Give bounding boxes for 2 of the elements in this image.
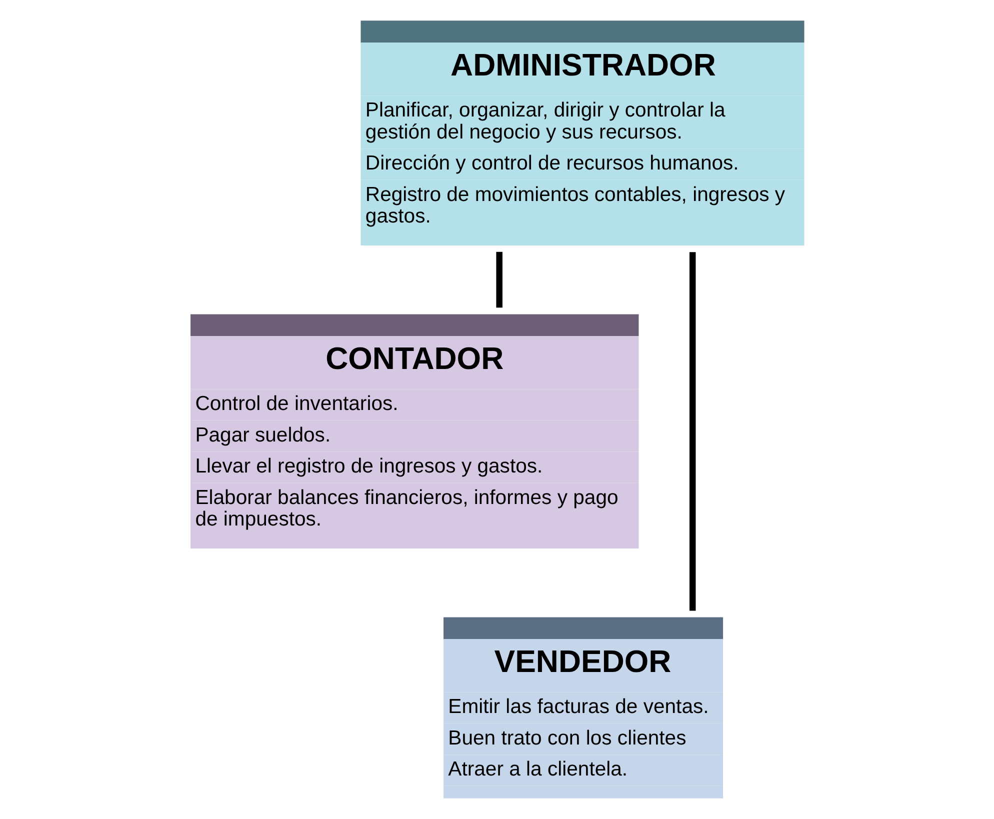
connector	[496, 252, 502, 308]
connector	[689, 252, 696, 611]
